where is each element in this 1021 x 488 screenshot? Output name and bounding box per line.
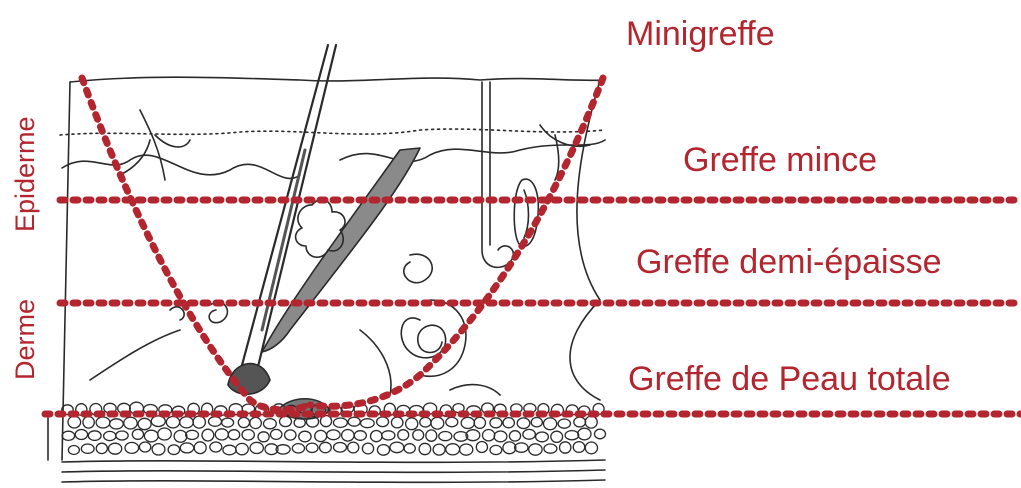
minigreffe-cone-right [310, 78, 603, 406]
epiderme-layer-label: Epiderme [12, 116, 39, 232]
greffe-mince-label: Greffe mince [683, 143, 877, 177]
greffe-peau-totale-label: Greffe de Peau totale [628, 362, 951, 396]
derme-layer-label: Derme [12, 299, 39, 380]
minigreffe-label: Minigreffe [626, 17, 775, 51]
minigreffe-cone-left [82, 78, 310, 410]
greffe-demi-epaisse-label: Greffe demi-épaisse [636, 245, 942, 279]
